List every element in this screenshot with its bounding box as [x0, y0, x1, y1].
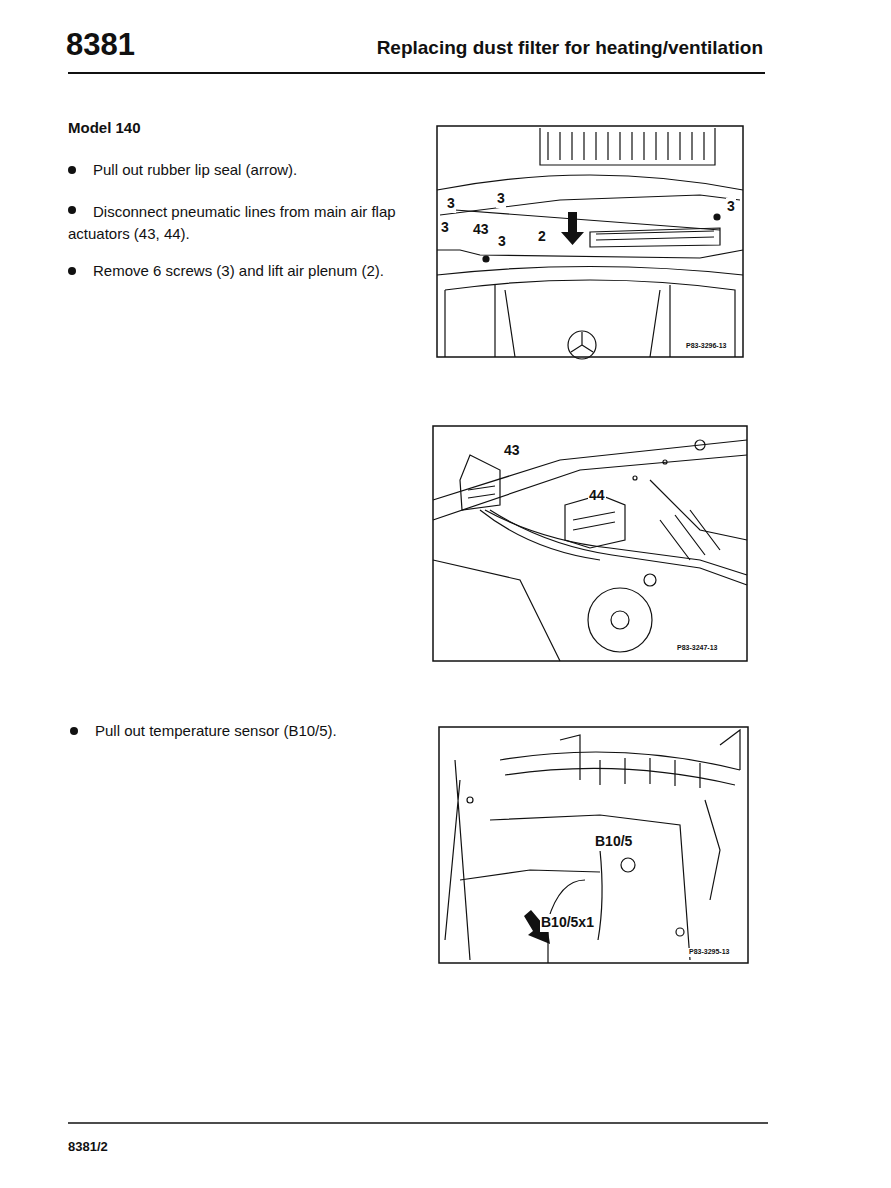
callout-number: 2: [537, 228, 547, 246]
figure-code: P83-3295-13: [688, 948, 730, 957]
figure-plenum: [437, 126, 743, 359]
callout-label: B10/5x1: [540, 914, 595, 932]
bullet: [68, 267, 76, 275]
callout-number: 3: [496, 190, 506, 208]
page-number: 8381/2: [68, 1139, 108, 1155]
callout-number: 3: [726, 198, 736, 216]
callout-label: B10/5: [594, 833, 633, 851]
section-number: 8381: [66, 26, 135, 65]
callout-number: 3: [446, 195, 456, 213]
figure-code: P83-3296-13: [685, 342, 727, 351]
callout-number: 3: [497, 233, 507, 251]
callout-number: 3: [440, 219, 450, 237]
instruction-step: Remove 6 screws (3) and lift air plenum …: [93, 262, 413, 281]
header-rule: [68, 72, 765, 74]
figure-code: P83-3247-13: [676, 644, 718, 653]
arrow: [561, 212, 584, 245]
instruction-step: Pull out temperature sensor (B10/5).: [95, 722, 415, 741]
callout-number: 44: [588, 487, 606, 505]
footer-rule: [68, 1122, 768, 1124]
model-heading: Model 140: [68, 119, 141, 138]
figure-sensor: [439, 727, 748, 963]
bullet: [70, 727, 78, 735]
instruction-step: Disconnect pneumatic lines from main air…: [68, 201, 398, 245]
bullet: [68, 206, 76, 214]
bullet: [68, 166, 76, 174]
page-title: Replacing dust filter for heating/ventil…: [377, 36, 763, 60]
figure-actuators: [433, 426, 747, 661]
callout-number: 43: [472, 221, 490, 239]
callout-number: 43: [503, 442, 521, 460]
instruction-step: Pull out rubber lip seal (arrow).: [93, 161, 413, 180]
